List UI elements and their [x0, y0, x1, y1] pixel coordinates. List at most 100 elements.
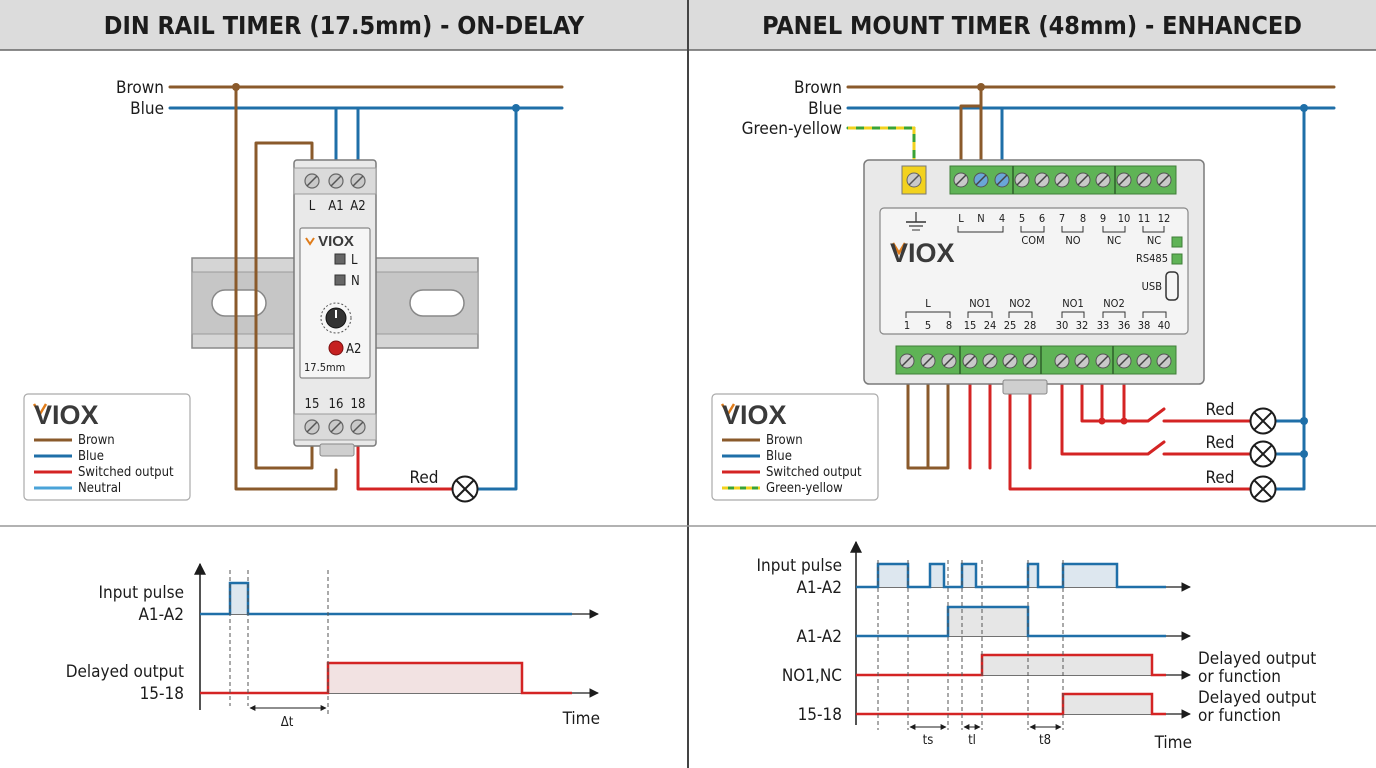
- top-terminal-label: 8: [1080, 212, 1086, 225]
- delay-label: Δt: [281, 715, 294, 730]
- svg-text:or function: or function: [1198, 667, 1281, 687]
- bottom-terminal-label: 25: [1004, 319, 1017, 332]
- svg-text:NO1: NO1: [969, 297, 990, 310]
- din-term-A2: A2: [350, 199, 365, 214]
- din-term-L: L: [309, 199, 316, 214]
- top-terminal-label: 6: [1039, 212, 1045, 225]
- right-a1a2-trace: [856, 605, 1166, 638]
- svg-text:A1-A2: A1-A2: [796, 627, 842, 647]
- left-timing-diagram: Δt Input pulse A1-A2 Delayed output 15-1…: [66, 562, 600, 730]
- svg-text:Switched output: Switched output: [766, 465, 862, 480]
- lamp-icon-1: [1249, 407, 1277, 435]
- svg-text:15-18: 15-18: [140, 684, 184, 704]
- blue-return-wire-right: [1274, 106, 1306, 491]
- din-term-18: 18: [351, 397, 366, 412]
- right-wiring: [846, 83, 1336, 491]
- right-brown-label: Brown: [794, 78, 842, 98]
- svg-text:Delayed output: Delayed output: [1198, 688, 1316, 708]
- legend-brand-accent-icon: [32, 403, 48, 417]
- svg-text:L: L: [351, 253, 358, 268]
- svg-text:NO1: NO1: [1062, 297, 1083, 310]
- svg-text:Green-yellow: Green-yellow: [766, 481, 843, 496]
- din-size-label: 17.5mm: [304, 361, 345, 374]
- left-red-label: Red: [410, 468, 439, 488]
- lamp-icon-3: [1249, 475, 1277, 503]
- svg-text:NO2: NO2: [1009, 297, 1030, 310]
- left-panel-title: DIN RAIL TIMER (17.5mm) - ON-DELAY: [104, 11, 585, 40]
- time-dial-icon: [320, 302, 352, 334]
- svg-text:Delayed output: Delayed output: [66, 662, 184, 682]
- led-L-icon: [334, 253, 346, 265]
- svg-text:Brown: Brown: [766, 433, 803, 448]
- right-panel-title: PANEL MOUNT TIMER (48mm) - ENHANCED: [762, 11, 1302, 40]
- right-red-label-1: Red: [1206, 400, 1235, 420]
- top-terminal-label: 4: [999, 212, 1005, 225]
- led-N-icon: [334, 274, 346, 286]
- left-delayed-output-trace: [200, 661, 572, 695]
- interval-tl: tl: [968, 733, 976, 748]
- bottom-terminal-label: 15: [964, 319, 977, 332]
- bottom-terminal-label: 28: [1024, 319, 1037, 332]
- svg-text:Blue: Blue: [766, 449, 792, 464]
- din-bottom-screws: [304, 419, 366, 435]
- lamp-icon: [451, 475, 479, 503]
- right-legend: VIOX Brown Blue Switched output Green-ye…: [711, 393, 879, 501]
- interval-ts: ts: [923, 733, 934, 748]
- panel-brand-accent-icon: [891, 242, 907, 256]
- svg-text:Brown: Brown: [78, 433, 115, 448]
- left-blue-label: Blue: [130, 99, 164, 119]
- svg-text:A2: A2: [346, 342, 361, 357]
- svg-text:NO1,NC: NO1,NC: [782, 666, 842, 686]
- bottom-terminal-label: 38: [1138, 319, 1151, 332]
- svg-text:Input pulse: Input pulse: [99, 583, 185, 603]
- lamp-icon-2: [1249, 440, 1277, 468]
- right-blue-label: Blue: [808, 99, 842, 119]
- bottom-terminal-label: 32: [1076, 319, 1089, 332]
- svg-text:Neutral: Neutral: [78, 481, 121, 496]
- blue-return-wire: [476, 106, 518, 491]
- din-term-A1: A1: [328, 199, 343, 214]
- top-terminal-label: 5: [1019, 212, 1025, 225]
- rs485-led-icon: [1171, 236, 1183, 248]
- top-terminal-label: L: [958, 212, 964, 225]
- legend-brand-accent-icon-right: [720, 403, 736, 417]
- led-A2-icon: [328, 340, 344, 356]
- interval-t8: t8: [1039, 733, 1051, 748]
- svg-text:Switched output: Switched output: [78, 465, 174, 480]
- bottom-terminal-label: 36: [1118, 319, 1131, 332]
- brown-feed-wire: [234, 85, 338, 491]
- bottom-terminal-label: 24: [984, 319, 997, 332]
- right-red-label-2: Red: [1206, 433, 1235, 453]
- top-terminal-label: N: [977, 212, 984, 225]
- svg-text:Blue: Blue: [78, 449, 104, 464]
- bottom-terminal-label: 30: [1056, 319, 1069, 332]
- bottom-terminal-label: 40: [1158, 319, 1171, 332]
- svg-text:Input pulse: Input pulse: [757, 556, 843, 576]
- panel-brand: VIOX: [890, 238, 955, 268]
- left-brown-label: Brown: [116, 78, 164, 98]
- bottom-terminal-label: 1: [904, 319, 910, 332]
- right-timing-diagram: ts tl t8 Input pulse A1-A2 A1-A2 NO1,NC …: [757, 540, 1316, 753]
- svg-text:NO2: NO2: [1103, 297, 1124, 310]
- din-top-screws: [304, 173, 366, 189]
- top-terminal-label: 7: [1059, 212, 1065, 225]
- din-term-15: 15: [305, 397, 320, 412]
- right-legend-brand: VIOX: [722, 400, 787, 430]
- svg-text:NO: NO: [1065, 234, 1080, 247]
- bottom-terminal-label: 33: [1097, 319, 1110, 332]
- svg-text:COM: COM: [1021, 234, 1044, 247]
- right-green-yellow-label: Green-yellow: [742, 119, 842, 139]
- top-terminal-label: 11: [1138, 212, 1151, 225]
- bottom-terminal-label: 5: [925, 319, 931, 332]
- svg-text:Delayed output: Delayed output: [1198, 649, 1316, 669]
- left-legend-brand: VIOX: [34, 400, 99, 430]
- din-timer-device: L A1 A2 15 16 18 VIOX L N A2 17.5mm: [293, 159, 377, 457]
- red-output-wire: [356, 430, 454, 491]
- svg-text:A1-A2: A1-A2: [138, 605, 184, 625]
- left-wiring: [168, 83, 564, 491]
- usb-port-icon: [1165, 271, 1179, 301]
